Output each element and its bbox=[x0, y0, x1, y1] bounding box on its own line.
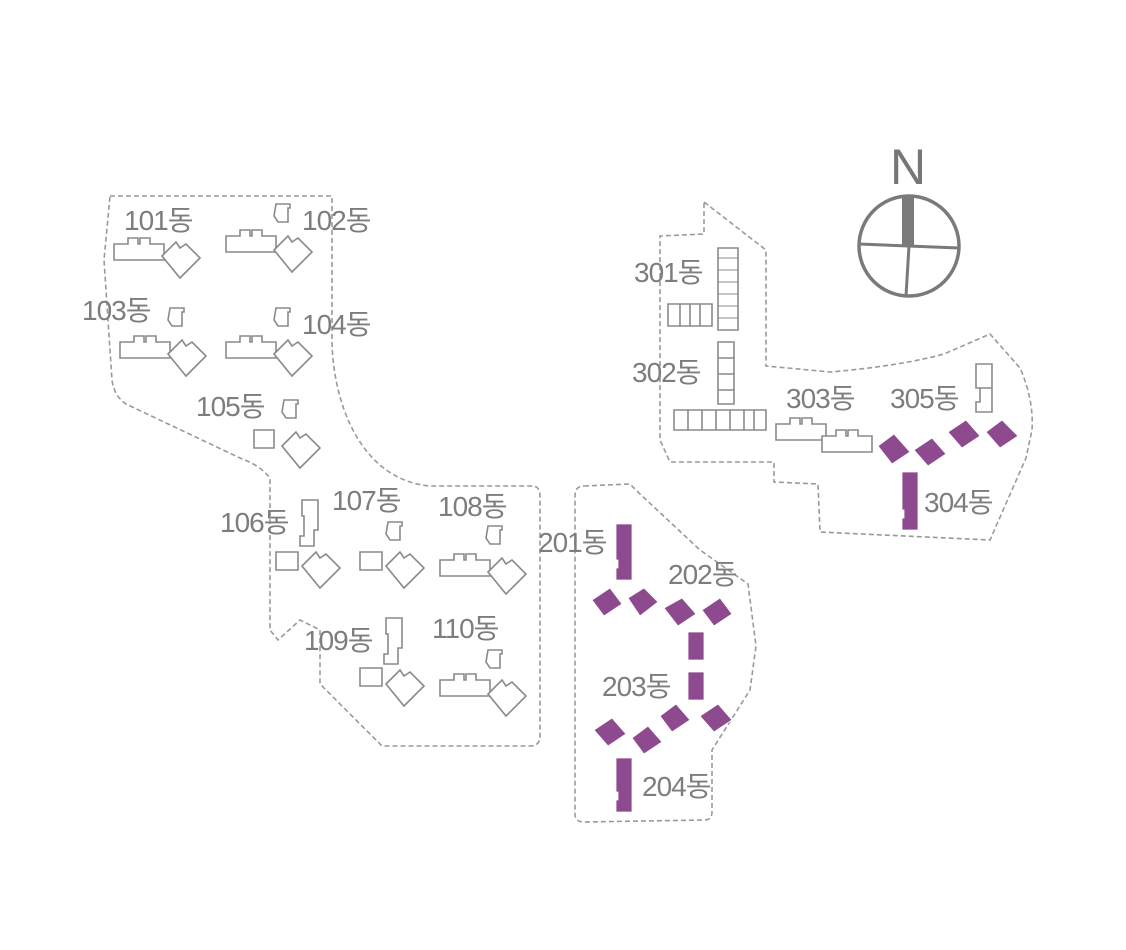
building-302[interactable] bbox=[673, 341, 767, 431]
label-303: 303동 bbox=[786, 383, 855, 414]
building-102[interactable] bbox=[225, 203, 313, 273]
label-204: 204동 bbox=[642, 771, 711, 802]
building-105[interactable] bbox=[253, 399, 321, 469]
label-105: 105동 bbox=[196, 391, 265, 422]
label-201: 201동 bbox=[538, 527, 607, 558]
building-107[interactable] bbox=[359, 521, 425, 589]
zone-300-boundary bbox=[659, 200, 1034, 541]
label-305: 305동 bbox=[890, 383, 959, 414]
building-110[interactable] bbox=[439, 649, 527, 717]
building-305[interactable] bbox=[947, 419, 1019, 449]
building-305-outline[interactable] bbox=[975, 363, 993, 413]
zone-100-boundary bbox=[103, 195, 541, 747]
building-201[interactable] bbox=[591, 523, 659, 617]
label-106: 106동 bbox=[220, 507, 289, 538]
label-107: 107동 bbox=[332, 485, 401, 516]
label-202: 202동 bbox=[668, 559, 737, 590]
label-109: 109동 bbox=[304, 625, 373, 656]
label-103: 103동 bbox=[82, 295, 151, 326]
compass-icon bbox=[857, 194, 961, 298]
building-304[interactable] bbox=[877, 433, 947, 531]
zone-200-boundary bbox=[574, 483, 757, 823]
building-301[interactable] bbox=[667, 247, 739, 331]
building-303[interactable] bbox=[775, 417, 873, 453]
label-101: 101동 bbox=[124, 205, 193, 236]
label-110: 110동 bbox=[432, 613, 499, 644]
building-109[interactable] bbox=[359, 617, 425, 707]
label-304: 304동 bbox=[924, 487, 993, 518]
label-302: 302동 bbox=[632, 357, 701, 388]
label-203: 203동 bbox=[602, 671, 671, 702]
label-301: 301동 bbox=[634, 257, 703, 288]
building-104[interactable] bbox=[225, 307, 313, 377]
label-104: 104동 bbox=[302, 309, 371, 340]
building-101[interactable] bbox=[113, 237, 201, 279]
building-106[interactable] bbox=[275, 499, 341, 589]
building-108[interactable] bbox=[439, 525, 527, 595]
building-202[interactable] bbox=[663, 597, 733, 661]
label-102: 102동 bbox=[302, 205, 371, 236]
label-108: 108동 bbox=[438, 491, 507, 522]
compass-north-label: N bbox=[890, 139, 926, 195]
building-204[interactable] bbox=[593, 717, 663, 813]
building-203[interactable] bbox=[659, 671, 733, 733]
